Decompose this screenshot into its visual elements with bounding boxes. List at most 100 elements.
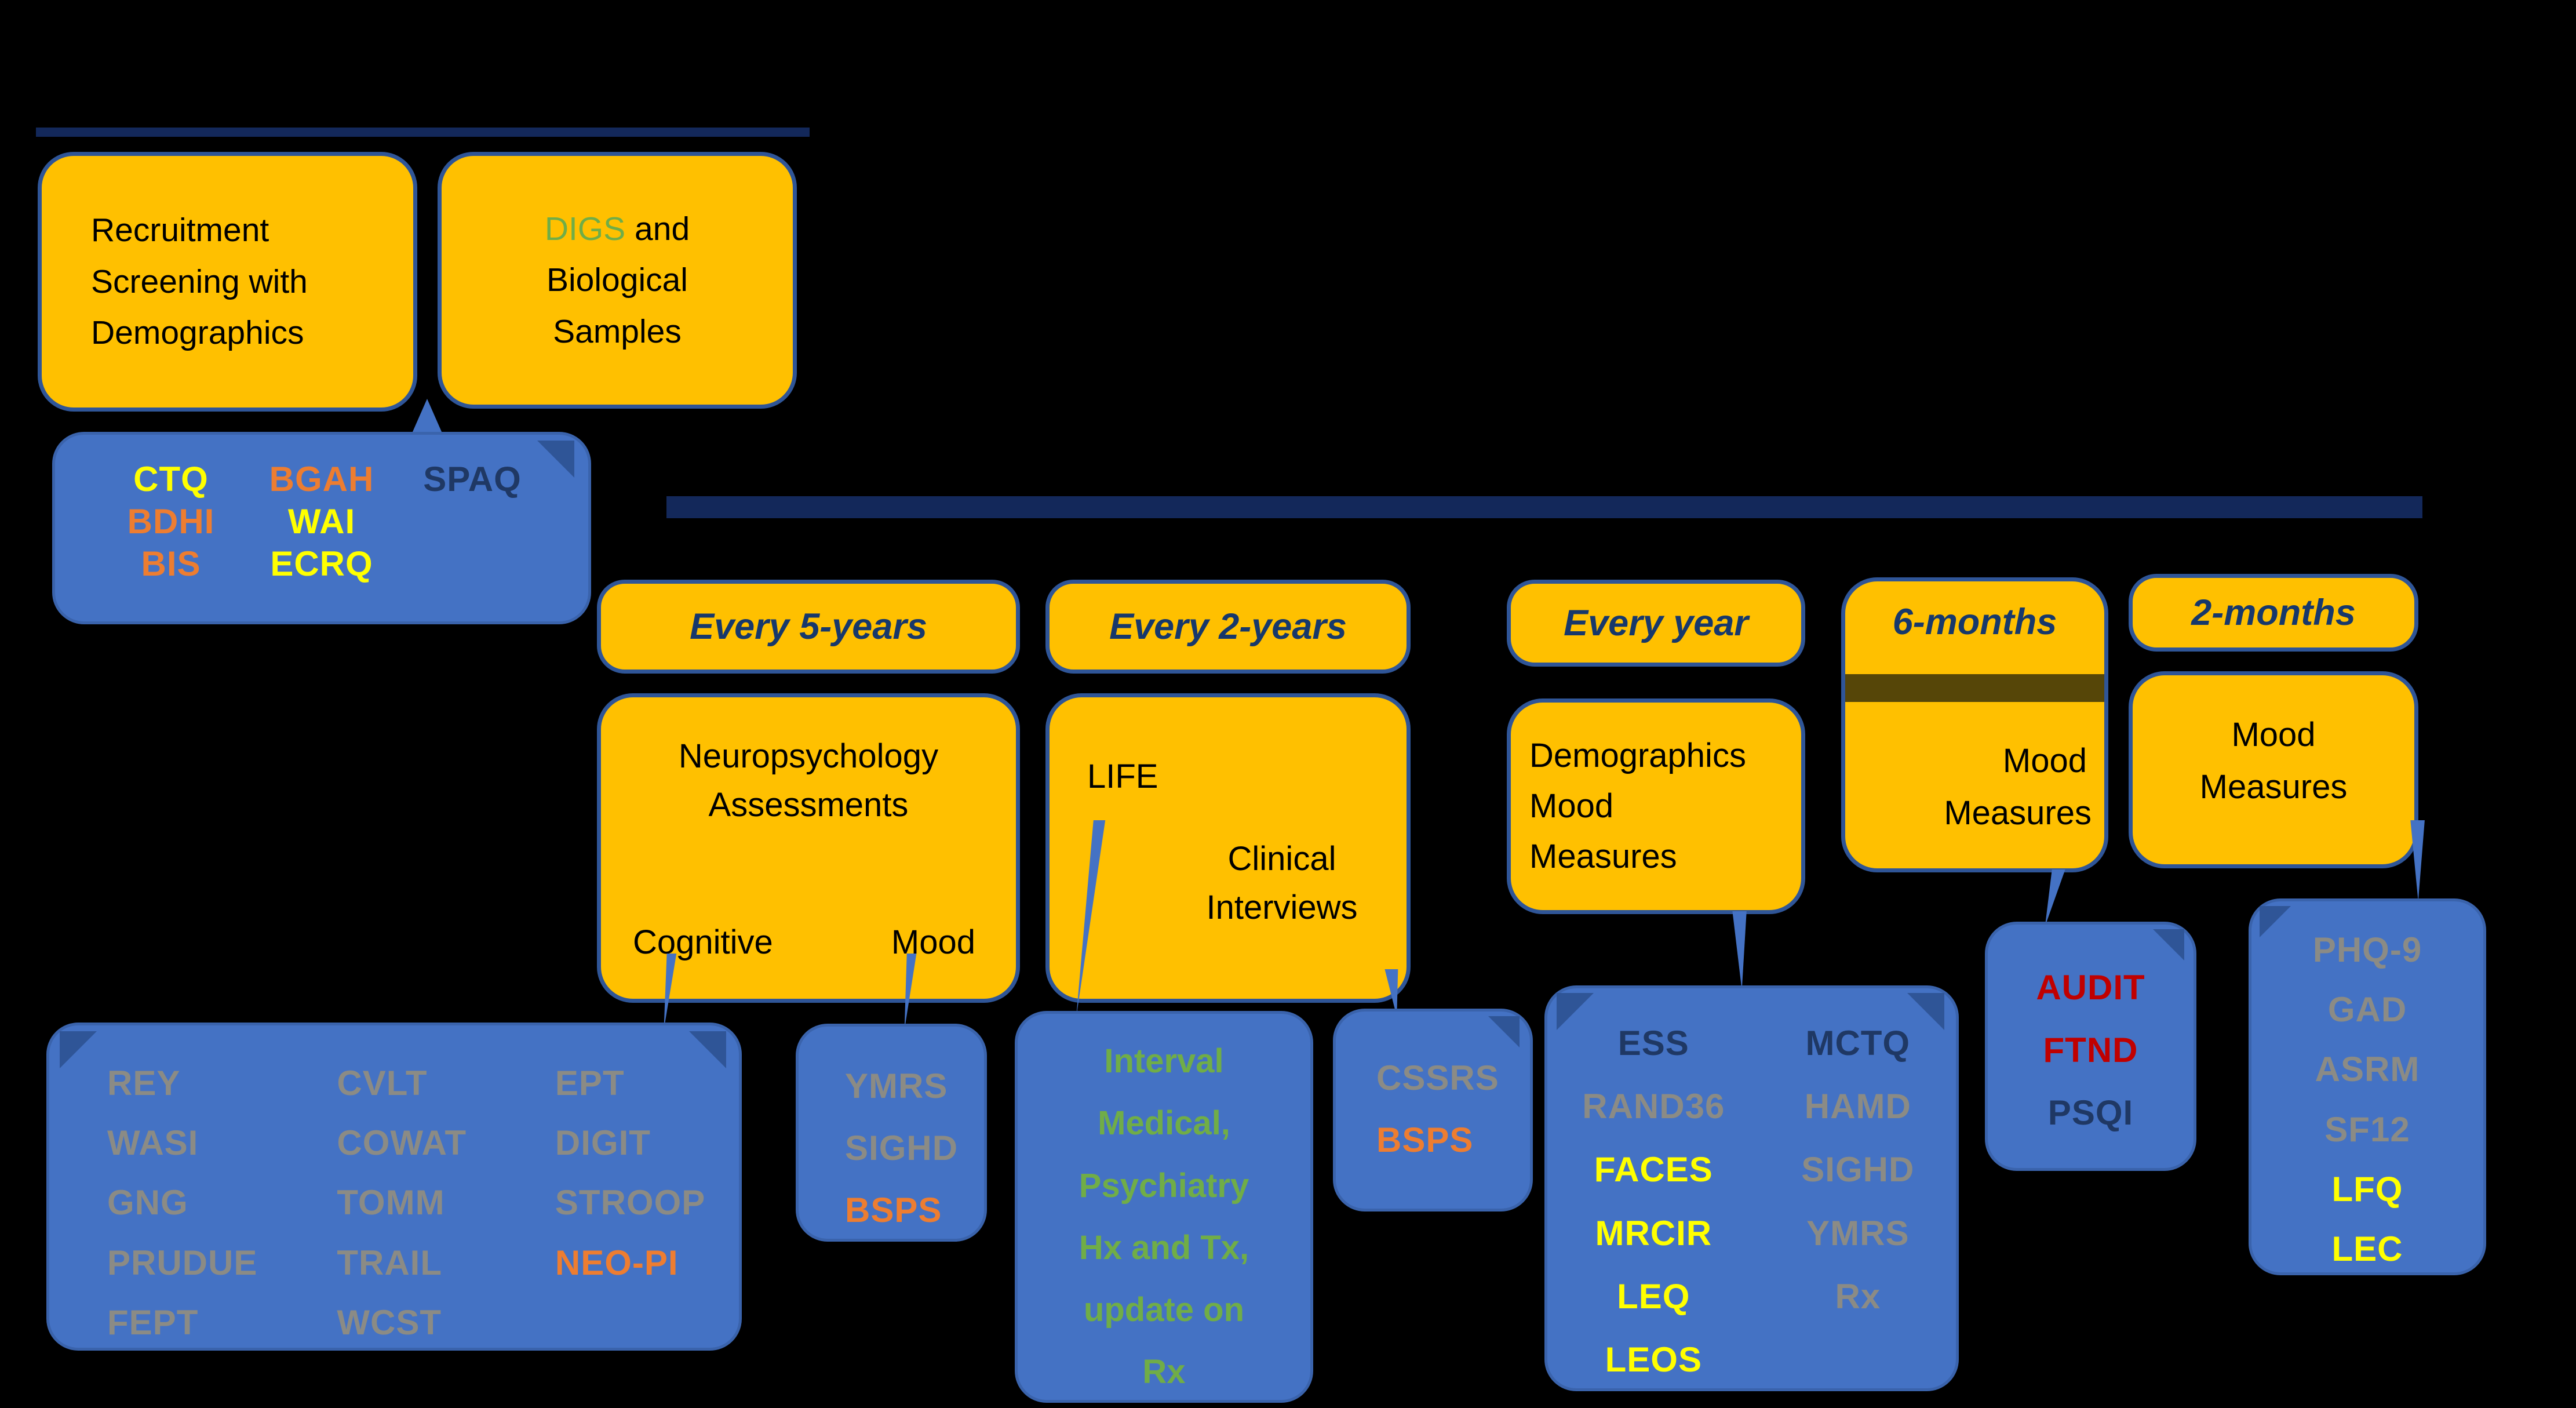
measure-acronym: ESS: [1617, 1024, 1689, 1063]
cognitive-label: Cognitive: [633, 923, 773, 961]
every-year-line1: Demographics: [1529, 737, 1746, 774]
measure-acronym: MRCIR: [1595, 1213, 1713, 1253]
measure-acronym: MCTQ: [1805, 1024, 1911, 1063]
two-months-header-label: 2-months: [2191, 592, 2356, 633]
measure-acronym: EPT: [555, 1064, 625, 1103]
measure-acronym: WCST: [337, 1303, 442, 1342]
measure-acronym: SF12: [2324, 1109, 2410, 1149]
interval-panel: Interval Medical, Psychiatry Hx and Tx, …: [1015, 1011, 1313, 1403]
clinical-interviews-label: Clinical Interviews: [1175, 835, 1389, 932]
digs-and-text: and: [625, 210, 690, 248]
interval-line: Interval: [1104, 1042, 1224, 1080]
two-months-line2: Measures: [2199, 767, 2348, 806]
six-months-line1: Mood: [2002, 742, 2087, 780]
six-months-body-text: Mood Measures: [1845, 735, 2092, 839]
interval-line: Hx and Tx,: [1079, 1228, 1249, 1267]
every-year-header: Every year: [1507, 580, 1805, 667]
measure-acronym: LEOS: [1605, 1340, 1702, 1379]
five-years-header: Every 5-years: [597, 580, 1020, 674]
measure-acronym: ASRM: [2315, 1050, 2420, 1089]
every-year-line2: Mood: [1529, 787, 1614, 825]
recruitment-box: Recruitment Screening with Demographics: [38, 152, 417, 412]
interval-line: Rx: [1142, 1353, 1186, 1391]
measure-acronym: PSQI: [2047, 1093, 2134, 1132]
two-years-header: Every 2-years: [1045, 580, 1411, 674]
measure-acronym: WASI: [107, 1123, 199, 1163]
recruitment-label: Recruitment Screening with Demographics: [91, 212, 308, 352]
baseline-timeline-line: [36, 128, 810, 137]
measure-acronym: GNG: [107, 1183, 188, 1223]
measure-acronym: Rx: [1835, 1276, 1881, 1316]
interval-line: Psychiatry: [1079, 1166, 1249, 1205]
measure-acronym: SIGHD: [845, 1128, 959, 1167]
six-months-line2: Measures: [1944, 794, 2092, 832]
followup-timeline-line: [666, 496, 2422, 518]
measure-acronym: PHQ-9: [2312, 930, 2422, 969]
measure-acronym: BSPS: [1376, 1120, 1474, 1159]
measure-acronym: FACES: [1594, 1150, 1713, 1189]
six-months-box: 6-months Mood Measures: [1841, 577, 2108, 872]
two-years-body: LIFE Clinical Interviews: [1045, 693, 1411, 1003]
every-year-body: Demographics Mood Measures: [1507, 698, 1805, 914]
yearly-panel: ESS RAND36 FACES MRCIR LEQ LEOS MCTQ HAM…: [1544, 985, 1959, 1391]
digs-line2: Biological: [546, 261, 688, 299]
measure-acronym: SIGHD: [1801, 1150, 1915, 1189]
mood-5yr-panel: YMRS SIGHD BSPS: [796, 1024, 987, 1242]
interval-line: Medical,: [1098, 1104, 1230, 1143]
measure-acronym: YMRS: [845, 1067, 948, 1105]
every-year-line3: Measures: [1529, 838, 1677, 875]
measure-acronym: SPAQ: [423, 460, 522, 499]
measure-acronym: AUDIT: [2036, 968, 2145, 1007]
measure-acronym: HAMD: [1804, 1087, 1911, 1126]
five-years-title: Neuropsychology Assessments: [678, 737, 939, 824]
clinical-line1: Clinical: [1227, 839, 1336, 878]
interval-text: Interval Medical, Psychiatry Hx and Tx, …: [1018, 1014, 1310, 1403]
measure-acronym: CVLT: [337, 1064, 428, 1103]
five-years-body: Neuropsychology Assessments Cognitive Mo…: [597, 693, 1020, 1003]
six-months-header-label: 6-months: [1892, 602, 2057, 642]
measure-acronym: RAND36: [1582, 1087, 1725, 1126]
measure-acronym: NEO-PI: [555, 1243, 679, 1282]
measure-acronym: LEQ: [1617, 1276, 1690, 1316]
clinical-line2: Interviews: [1206, 888, 1358, 926]
measure-acronym: BIS: [141, 544, 201, 583]
digs-acronym: DIGS: [544, 210, 626, 248]
measure-acronym: TRAIL: [337, 1243, 442, 1282]
clinical-2yr-panel: CSSRS BSPS: [1333, 1009, 1533, 1211]
measure-acronym: BDHI: [127, 502, 215, 541]
pointer-six-months-to-audit-panel: [2045, 869, 2065, 926]
life-label: LIFE: [1087, 758, 1158, 795]
measure-acronym: TOMM: [337, 1183, 445, 1223]
measure-acronym: PRUDUE: [107, 1243, 258, 1282]
digs-box: DIGS and Biological Samples: [438, 152, 797, 409]
interval-line: update on: [1083, 1291, 1245, 1329]
measure-acronym: LFQ: [2331, 1169, 2403, 1209]
measure-acronym: CSSRS: [1376, 1058, 1499, 1097]
measure-acronym: COWAT: [337, 1123, 467, 1163]
neuropsych-panel: REY WASI GNG PRUDUE FEPT CVLT COWAT TOMM…: [46, 1023, 742, 1351]
mood-label: Mood: [891, 923, 975, 961]
measure-acronym: GAD: [2327, 990, 2407, 1029]
measure-acronym: BGAH: [269, 460, 374, 499]
measure-acronym: REY: [107, 1064, 181, 1103]
measure-acronym: FTND: [2043, 1031, 2138, 1069]
two-month-panel: PHQ-9 GAD ASRM SF12 LFQ LEC: [2249, 898, 2486, 1275]
five-years-header-label: Every 5-years: [690, 606, 927, 647]
six-month-panel: AUDIT FTND PSQI: [1985, 922, 2196, 1171]
six-months-divider-stripe: [1845, 674, 2104, 702]
two-months-body-text: Mood Measures: [2133, 675, 2414, 813]
measure-acronym: DIGIT: [555, 1123, 651, 1163]
measure-acronym: ECRQ: [270, 544, 373, 583]
two-months-line1: Mood: [2231, 716, 2316, 754]
baseline-measures-panel: CTQ BGAH SPAQ BDHI WAI BIS ECRQ: [52, 432, 591, 624]
measure-acronym: CTQ: [133, 460, 209, 499]
measure-acronym: STROOP: [555, 1183, 706, 1223]
measure-acronym: BSPS: [845, 1190, 942, 1229]
measure-acronym: YMRS: [1806, 1213, 1910, 1253]
every-year-header-label: Every year: [1564, 603, 1748, 643]
digs-label: DIGS and Biological Samples: [545, 203, 690, 357]
measure-acronym: WAI: [287, 502, 356, 541]
measure-acronym: FEPT: [107, 1303, 199, 1342]
two-years-header-label: Every 2-years: [1109, 606, 1347, 647]
